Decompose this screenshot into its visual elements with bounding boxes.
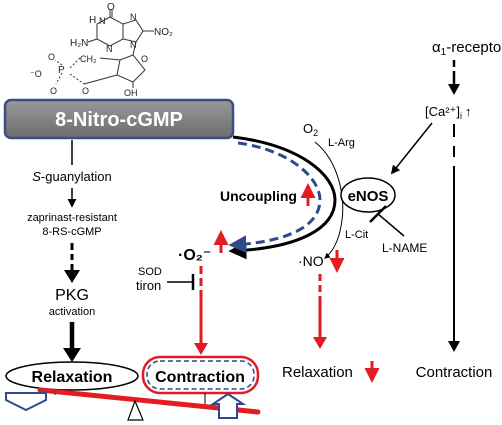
atom-n2: N — [130, 12, 137, 22]
molecule-structure — [54, 10, 154, 88]
ca-to-enos-arrow — [390, 122, 433, 175]
l-arg-label: L-Arg — [328, 137, 355, 149]
superoxide-to-contraction-arrow — [194, 266, 208, 355]
atom-p: P — [58, 65, 65, 76]
superoxide-label: ·O₂⁻ — [178, 247, 211, 264]
atom-h2n: H₂N — [70, 38, 88, 49]
relaxation-oval-label: Relaxation — [32, 369, 113, 386]
tiron-label: tiron — [136, 278, 161, 293]
molecule-atoms: O H N H₂N N N N NO₂ O P O O ⁻O CH₂ O OH — [30, 2, 173, 98]
enos-reaction-arrow — [314, 141, 344, 259]
atom-o-top: O — [107, 2, 115, 13]
atom-n-hn: N — [99, 16, 106, 26]
alpha-receptor-label: α1-receptor — [432, 39, 502, 58]
l-cit-label: L-Cit — [345, 229, 368, 241]
atom-ch2: CH₂ — [80, 54, 97, 64]
pkg-activation-label: activation — [49, 306, 95, 318]
contraction-oval-dashed — [146, 360, 255, 390]
atom-o-ring: O — [141, 54, 148, 64]
uncoupling-arc-dashed — [228, 141, 322, 254]
uncoupling-label: Uncoupling — [220, 188, 297, 204]
zaprinast-label-2: 8-RS-cGMP — [42, 226, 101, 238]
s-guanylation-label: S-guanylation — [32, 169, 112, 184]
atom-n3: N — [130, 40, 137, 50]
contraction-oval — [141, 355, 260, 395]
enos-label: eNOS — [348, 188, 389, 205]
down-arrow-outline-icon — [5, 392, 47, 412]
ca-to-contraction-arrow — [448, 124, 460, 352]
nitro-cgmp-box — [3, 98, 235, 140]
uncoupling-arc — [228, 135, 337, 260]
contraction-oval-label: Contraction — [155, 369, 245, 386]
nitro-cgmp-label: 8-Nitro-cGMP — [55, 109, 183, 131]
sod-label: SOD — [138, 266, 162, 278]
up-arrow-outline-icon — [209, 392, 247, 419]
lname-inhibit-bar — [369, 205, 387, 223]
relaxation-oval — [5, 361, 139, 391]
lname-inhibit-line — [377, 213, 405, 237]
atom-o-link: O — [82, 86, 89, 96]
contraction-right-label: Contraction — [416, 364, 493, 381]
enos-oval — [340, 177, 396, 213]
atom-n1: N — [106, 44, 113, 54]
atom-no2: NO₂ — [154, 27, 173, 38]
atom-o-p2: O — [50, 86, 57, 96]
pkg-label: PKG — [55, 287, 89, 304]
dashed-arrow-to-pkg — [64, 243, 80, 283]
o2-label: O2 — [303, 121, 318, 138]
atom-o-minus: ⁻O — [30, 69, 42, 79]
atom-h: H — [89, 15, 96, 26]
no-to-relaxation-arrow — [313, 274, 327, 349]
atom-oh: OH — [124, 88, 138, 98]
atom-o-p1: O — [48, 52, 55, 62]
receptor-to-ca-arrow — [448, 60, 460, 95]
thick-arrow-to-relaxation — [63, 322, 81, 362]
no-label: ·NO — [298, 253, 324, 269]
zaprinast-label-1: zaprinast-resistant — [27, 212, 117, 224]
ca-label: [Ca²⁺]i↑ — [425, 104, 472, 121]
relaxation-no-label: Relaxation — [282, 364, 353, 381]
lname-label: L-NAME — [382, 241, 427, 255]
seesaw-fulcrum — [127, 399, 144, 421]
